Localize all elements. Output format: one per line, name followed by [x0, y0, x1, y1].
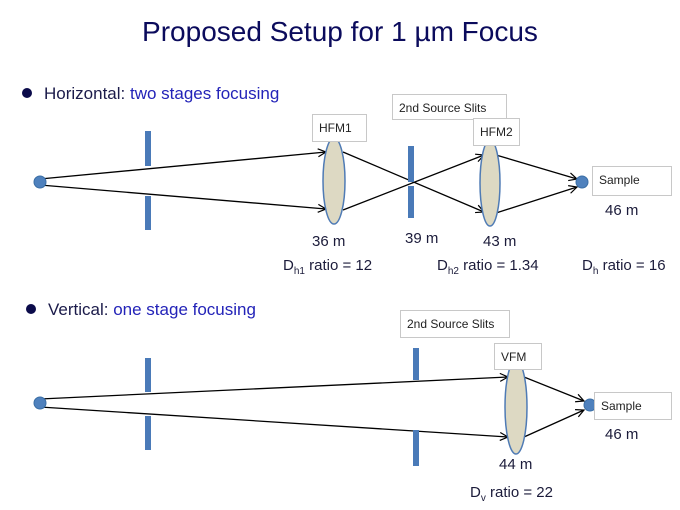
hfm1-mirror — [322, 137, 346, 225]
vfm-label: VFM — [494, 343, 542, 370]
vertical-bullet: Vertical: one stage focusing — [26, 300, 256, 320]
vfm-distance: 44 m — [499, 456, 533, 473]
bullet-icon — [26, 304, 36, 314]
sample-point — [575, 175, 589, 189]
ray — [523, 376, 584, 401]
bullet-highlight: two stages focusing — [130, 84, 280, 103]
slit-blade — [145, 196, 151, 230]
bullet-label: Vertical: — [48, 300, 109, 319]
hfm2-distance: 43 m — [483, 233, 517, 250]
slit-blade — [413, 348, 419, 380]
ray — [39, 406, 508, 437]
slits-label: 2nd Source Slits — [400, 310, 510, 338]
slit-blade — [145, 358, 151, 392]
bullet-label: Horizontal: — [44, 84, 126, 103]
slit-blade — [408, 186, 414, 218]
ray — [39, 377, 508, 400]
hfm1-distance: 36 m — [312, 233, 346, 250]
slit-blade — [408, 146, 414, 182]
bullet-icon — [22, 88, 32, 98]
hfm2-label: HFM2 — [473, 118, 520, 146]
hfm2-mirror — [479, 139, 501, 227]
ray — [39, 152, 326, 180]
sample-distance: 46 m — [605, 426, 639, 443]
ray — [495, 154, 577, 179]
dv-ratio: Dv ratio = 22 — [470, 484, 553, 504]
slits-distance: 39 m — [405, 230, 439, 247]
vfm-mirror — [504, 359, 528, 455]
ray — [523, 410, 584, 438]
slit-blade — [145, 131, 151, 166]
hfm1-label: HFM1 — [312, 114, 367, 142]
source-point — [33, 396, 47, 410]
ray — [342, 155, 484, 211]
sample-label: Sample — [592, 166, 672, 196]
horizontal-bullet: Horizontal: two stages focusing — [22, 84, 279, 104]
dh-ratio: Dh ratio = 16 — [582, 257, 666, 277]
dh2-ratio: Dh2 ratio = 1.34 — [437, 257, 539, 277]
ray — [39, 184, 326, 209]
slit-blade — [145, 416, 151, 450]
source-point — [33, 175, 47, 189]
sample-label: Sample — [594, 392, 672, 420]
slide-title: Proposed Setup for 1 µm Focus — [142, 16, 538, 47]
sample-distance: 46 m — [605, 202, 639, 219]
ray — [495, 187, 577, 214]
dh1-ratio: Dh1 ratio = 12 — [283, 257, 373, 277]
slit-blade — [413, 430, 419, 466]
slits-label: 2nd Source Slits — [392, 94, 507, 120]
bullet-highlight: one stage focusing — [113, 300, 256, 319]
horizontal-diagram — [33, 131, 589, 230]
